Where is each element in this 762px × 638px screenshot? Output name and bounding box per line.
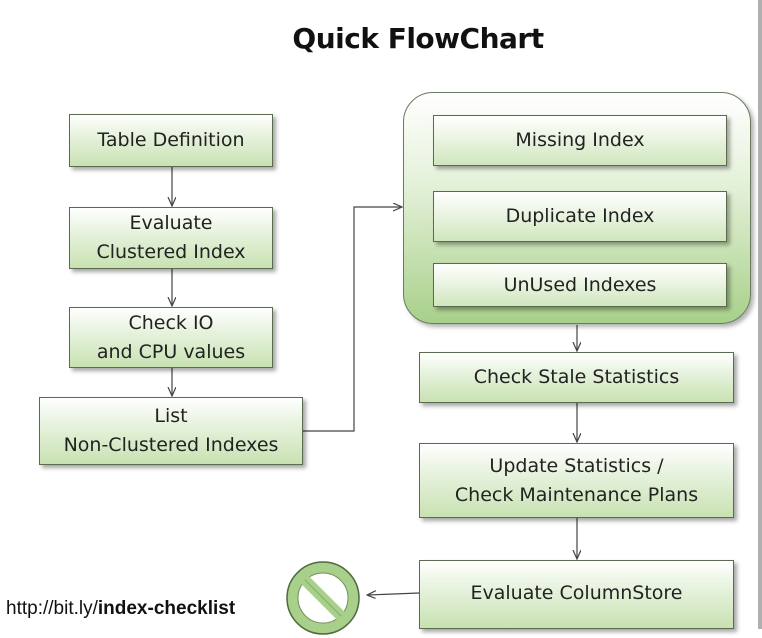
- node-missing-index: Missing Index: [433, 115, 727, 166]
- footer-link[interactable]: http://bit.ly/index-checklist: [6, 598, 235, 620]
- edge-columnstore-to-stop: [368, 593, 420, 595]
- footer-link-prefix: http://bit.ly/: [6, 598, 98, 619]
- node-table-definition: Table Definition: [69, 114, 273, 167]
- node-check-stale-statistics: Check Stale Statistics: [419, 352, 734, 403]
- chart-title: Quick FlowChart: [292, 22, 544, 55]
- footer-link-path: index-checklist: [97, 598, 236, 619]
- node-duplicate-index: Duplicate Index: [433, 191, 727, 242]
- edge-list-to-group: [303, 207, 401, 432]
- no-entry-icon: [286, 561, 360, 635]
- node-evaluate-clustered-index: Evaluate Clustered Index: [69, 207, 273, 269]
- node-evaluate-columnstore: Evaluate ColumnStore: [419, 560, 734, 629]
- node-check-io-cpu: Check IO and CPU values: [69, 307, 273, 368]
- node-unused-indexes: UnUsed Indexes: [433, 263, 727, 307]
- node-update-statistics: Update Statistics / Check Maintenance Pl…: [419, 443, 734, 518]
- node-list-nonclustered-indexes: List Non-Clustered Indexes: [39, 397, 303, 465]
